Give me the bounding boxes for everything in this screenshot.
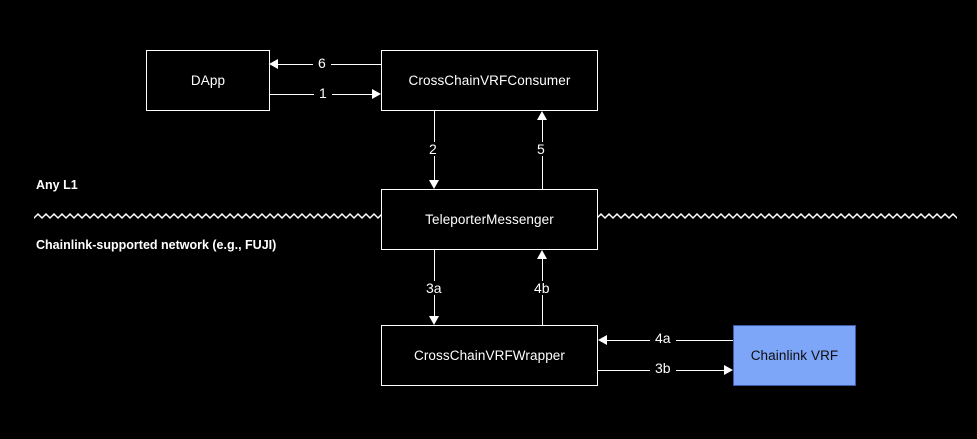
network-divider-right bbox=[597, 211, 957, 221]
edge-label-5: 5 bbox=[532, 142, 550, 156]
edge-3a-arrowhead bbox=[429, 316, 439, 325]
edge-label-3a: 3a bbox=[421, 281, 447, 295]
node-chainlink-vrf-label: Chainlink VRF bbox=[750, 347, 839, 363]
edge-label-1: 1 bbox=[314, 86, 332, 100]
node-crosschainvrfconsumer-label: CrossChainVRFConsumer bbox=[408, 72, 571, 88]
edge-4a-arrowhead bbox=[598, 335, 607, 345]
zone-label-chainlink-network: Chainlink-supported network (e.g., FUJI) bbox=[36, 238, 277, 252]
zone-label-any-l1: Any L1 bbox=[36, 178, 78, 192]
edge-6-arrowhead bbox=[269, 59, 278, 69]
edge-3b-arrowhead bbox=[724, 365, 733, 375]
edge-label-6: 6 bbox=[313, 56, 331, 70]
edge-5-arrowhead bbox=[537, 111, 547, 120]
node-crosschainvrfconsumer[interactable]: CrossChainVRFConsumer bbox=[381, 50, 598, 111]
node-teleportermessenger-label: TeleporterMessenger bbox=[425, 211, 554, 227]
node-dapp-label: DApp bbox=[190, 72, 226, 88]
node-crosschainvrfwrapper-label: CrossChainVRFWrapper bbox=[413, 347, 566, 363]
edge-label-3b: 3b bbox=[650, 361, 676, 375]
network-divider-left bbox=[34, 211, 382, 221]
edge-label-2: 2 bbox=[424, 142, 442, 156]
edge-label-4b: 4b bbox=[529, 281, 555, 295]
edge-label-4a: 4a bbox=[650, 331, 676, 345]
edge-1-arrowhead bbox=[372, 89, 381, 99]
node-crosschainvrfwrapper[interactable]: CrossChainVRFWrapper bbox=[381, 325, 598, 386]
edge-4b-arrowhead bbox=[537, 250, 547, 259]
node-chainlink-vrf[interactable]: Chainlink VRF bbox=[733, 325, 856, 386]
node-teleportermessenger[interactable]: TeleporterMessenger bbox=[381, 189, 598, 250]
node-dapp[interactable]: DApp bbox=[146, 50, 270, 111]
edge-2-arrowhead bbox=[429, 180, 439, 189]
